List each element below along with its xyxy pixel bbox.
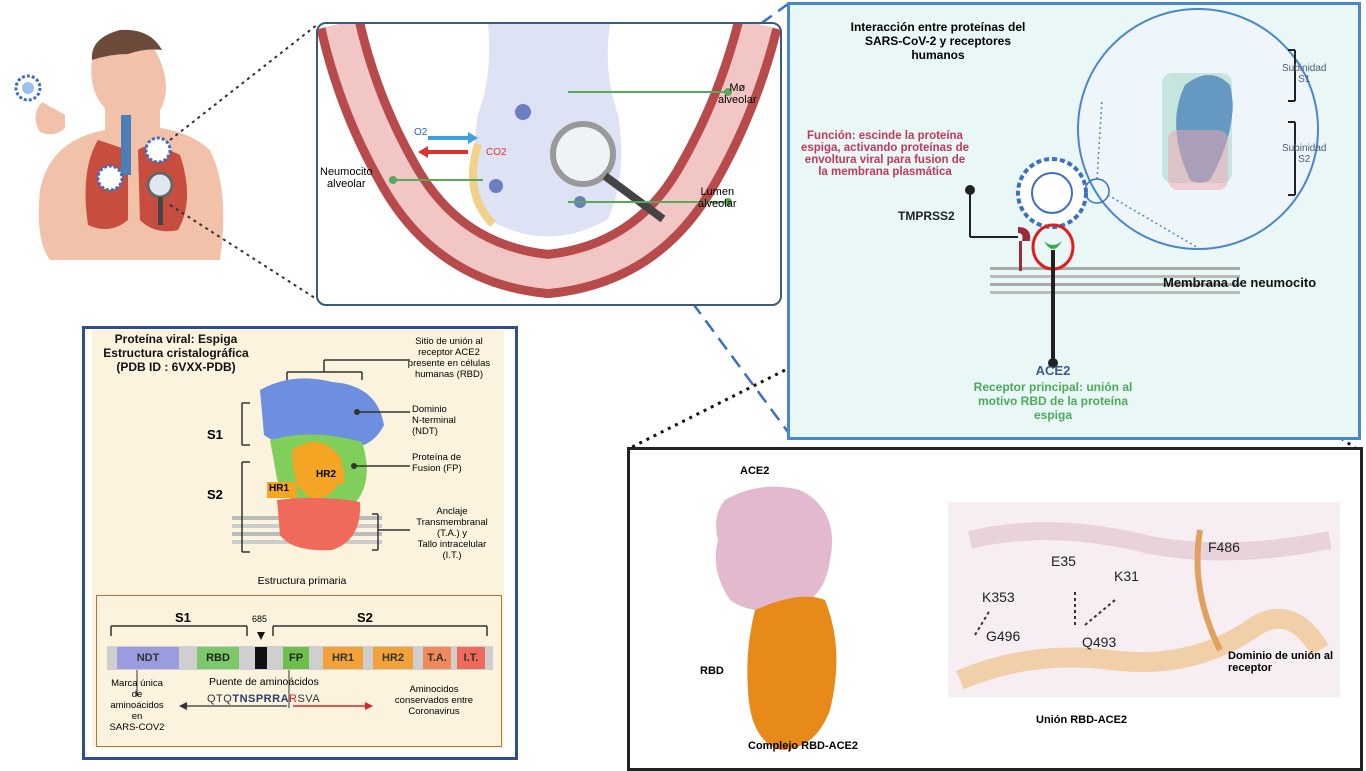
segment-685-block [255, 647, 267, 669]
funcion-text: Función: escinde la proteína espiga, act… [800, 130, 970, 178]
marker-685: 685 [252, 614, 268, 624]
bar-s2-label: S2 [357, 610, 373, 625]
complejo-label: Complejo RBD-ACE2 [748, 740, 859, 752]
label-neumocito-alveolar: Neumocito alveolar [320, 166, 373, 190]
receptor-text: Receptor principal: unión al motivo RBD … [973, 380, 1133, 422]
residue-e35: E35 [1051, 553, 1076, 569]
sequence: QTQTNSPRRARSVA [207, 693, 320, 705]
seq-pre: QTQ [207, 693, 233, 705]
rbd-panel: ACE2 RBD Complejo RBD-ACE2 Unión RBD-ACE… [627, 447, 1363, 771]
spike-s1-label: S1 [207, 427, 223, 442]
fp-label: Proteína de Fusion (FP) [412, 452, 462, 474]
residue-g496: G496 [986, 628, 1021, 644]
spike-structure [232, 359, 410, 553]
spike-s2-label: S2 [207, 487, 223, 502]
interaction-title: Interacción entre proteínas del SARS-CoV… [850, 20, 1026, 62]
rbd-ace2-label: ACE2 [740, 465, 770, 477]
spike-title: Proteína viral: Espiga Estructura crista… [103, 332, 249, 374]
segment-ta: T.A. [423, 647, 451, 669]
puente-label: Puente de aminoácidos [209, 676, 319, 688]
residue-q493: Q493 [1082, 634, 1117, 650]
bar-s1-label: S1 [175, 610, 191, 625]
label-o2: O2 [414, 127, 428, 138]
ace2-label: ACE2 [1035, 363, 1071, 378]
label-lumen-alveolar: Lumen alveolar [698, 186, 737, 210]
marca-label: Marca única de aminoácidos en SARS-COV2 [109, 678, 165, 733]
dominio-union-label: Dominio de unión al receptor [1228, 650, 1334, 674]
primary-structure-box: S1 S2 685 NDT RBD FP HR1 HR2 T.A. I.T. M… [96, 595, 502, 747]
rbd-ace2-structure [715, 486, 1340, 750]
patient-illustration [14, 29, 224, 260]
residue-k31: K31 [1114, 568, 1139, 584]
alveolus-panel: Mø alveolar Neumocito alveolar Lumen alv… [316, 22, 782, 306]
segment-rbd: RBD [197, 647, 239, 669]
tmprss2-label: TMPRSS2 [898, 209, 955, 223]
interaction-panel: Interacción entre proteínas del SARS-CoV… [787, 2, 1361, 440]
anclaje-label: Anclaje Transmembranal (T.A.) y Tallo in… [416, 506, 488, 561]
membrana-label: Membrana de neumocito [1163, 275, 1317, 290]
sitio-label: Sitio de unión al receptor ACE2 presente… [407, 336, 491, 380]
conservados-label: Aminocidos conservados entre Coronavirus [394, 684, 474, 717]
segment-hr2: HR2 [373, 647, 413, 669]
alveolus-illustration [318, 24, 780, 299]
virus-membrane-illustration [965, 8, 1319, 368]
subunidad-s2-label: Subinidad S2 [1282, 143, 1327, 165]
seq-bold: TNSPRRA [232, 693, 290, 705]
label-co2: CO2 [486, 147, 507, 158]
dominio-label: Dominio N-terminal (NDT) [412, 404, 456, 437]
residue-k353: K353 [982, 589, 1015, 605]
segment-fp: FP [283, 647, 309, 669]
seq-post: SVA [297, 693, 321, 705]
spike-inner: Proteína viral: Espiga Estructura crista… [92, 330, 504, 748]
union-label: Unión RBD-ACE2 [1036, 714, 1128, 726]
seq-r: R [289, 693, 298, 705]
segment-ndt: NDT [117, 647, 179, 669]
segment-hr1: HR1 [323, 647, 363, 669]
rbd-label: RBD [700, 665, 724, 677]
hr2-structure-label: HR2 [316, 469, 337, 480]
estructura-primaria-label: Estructura primaria [257, 575, 347, 587]
residue-f486: F486 [1208, 539, 1240, 555]
segment-it: I.T. [457, 647, 485, 669]
subunidad-s1-label: Subinidad S1 [1282, 63, 1327, 85]
label-mo-alveolar: Mø alveolar [718, 82, 757, 106]
hr1-structure-label: HR1 [269, 483, 290, 494]
